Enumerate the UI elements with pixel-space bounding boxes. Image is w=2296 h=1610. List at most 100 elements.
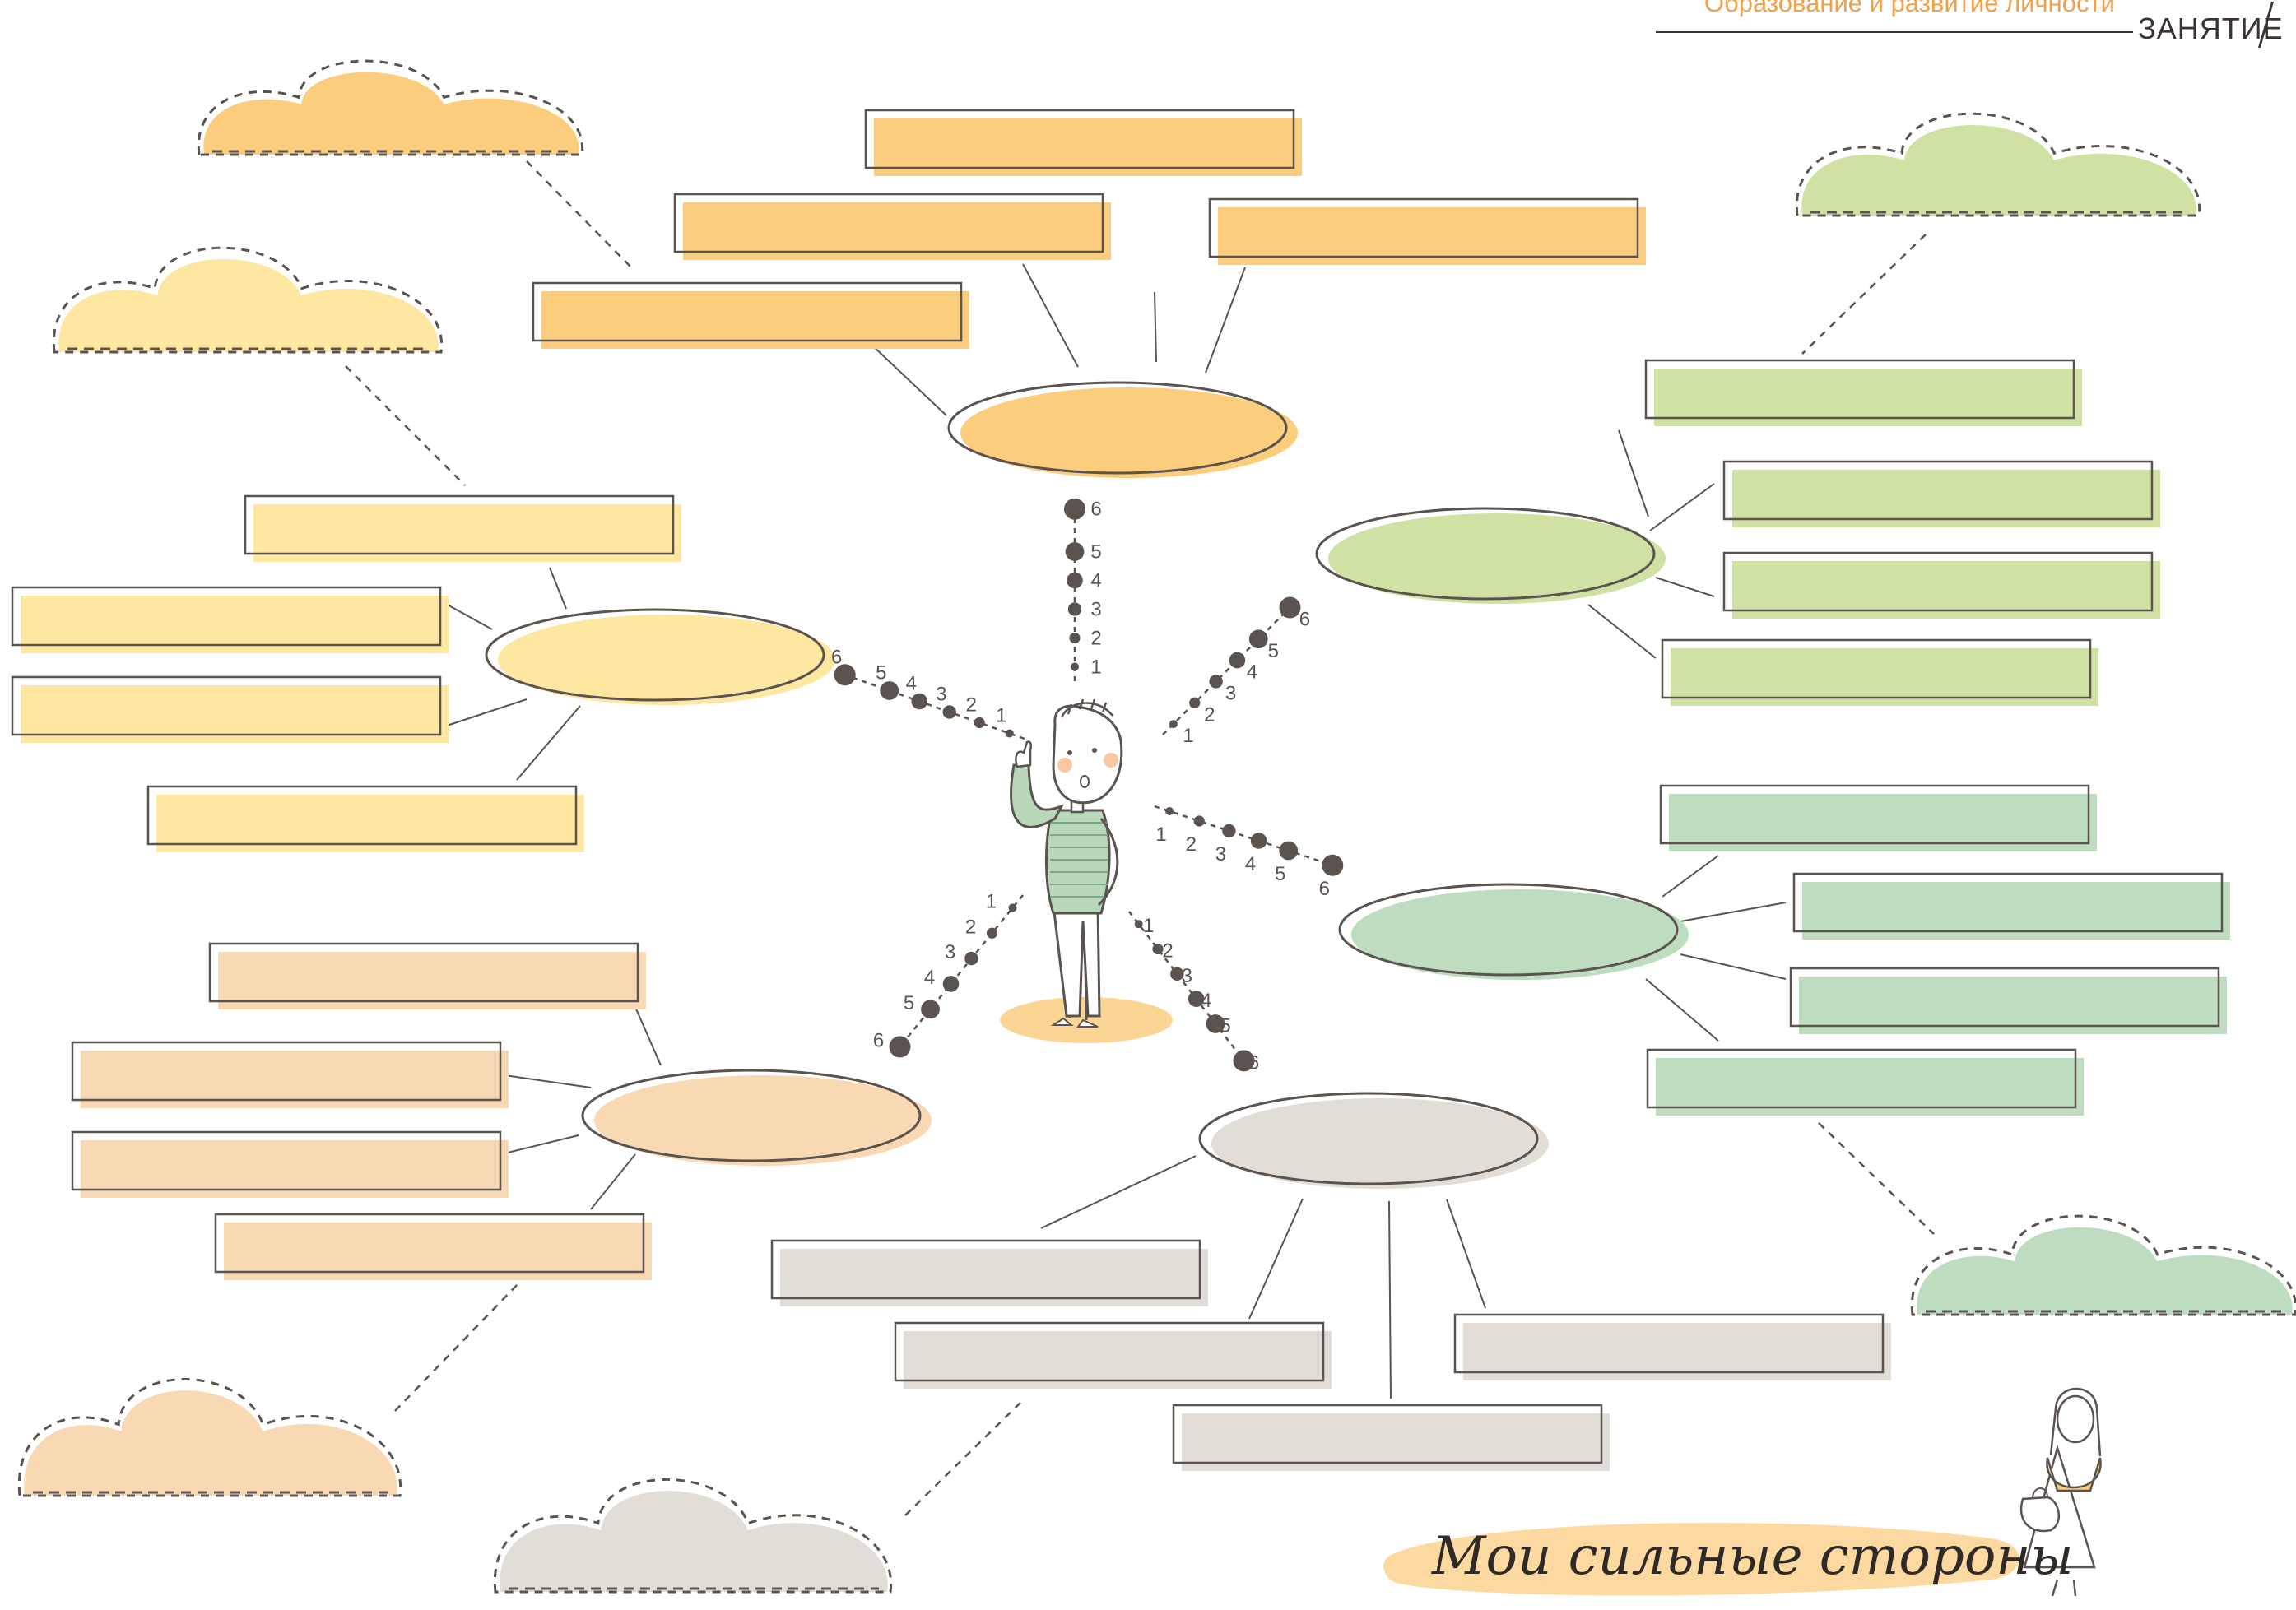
category-bubble[interactable] bbox=[1338, 883, 1689, 980]
cloud-fill bbox=[1917, 1227, 2293, 1315]
scale-dot[interactable] bbox=[1189, 697, 1201, 708]
scale-dot[interactable] bbox=[1064, 498, 1085, 520]
branch-spoke bbox=[1446, 1199, 1486, 1309]
scale-line bbox=[1162, 606, 1291, 735]
scale-number: 2 bbox=[1204, 703, 1215, 726]
bubble-outline bbox=[581, 1069, 922, 1162]
scale-dot[interactable] bbox=[986, 927, 998, 939]
answer-box-outline bbox=[673, 193, 1104, 253]
scale-dot[interactable] bbox=[911, 693, 928, 710]
scale-dot[interactable] bbox=[1067, 572, 1083, 589]
answer-box-outline bbox=[146, 785, 578, 846]
answer-box-fill bbox=[1732, 470, 2160, 527]
answer-box[interactable] bbox=[11, 586, 449, 653]
answer-box-fill bbox=[683, 202, 1111, 260]
scale-dot[interactable] bbox=[1209, 675, 1223, 689]
scale-dot[interactable] bbox=[880, 681, 899, 700]
answer-box[interactable] bbox=[1208, 197, 1646, 265]
scale-dot[interactable] bbox=[964, 951, 978, 966]
answer-box[interactable] bbox=[1661, 638, 2098, 706]
branch-spoke bbox=[1040, 1155, 1197, 1229]
scale-dot[interactable] bbox=[1322, 854, 1344, 876]
scale-number: 1 bbox=[1155, 824, 1166, 846]
branch-spoke bbox=[1618, 429, 1649, 517]
answer-box[interactable] bbox=[11, 675, 449, 743]
answer-box[interactable] bbox=[1659, 784, 2097, 851]
scale-dot[interactable] bbox=[921, 1000, 940, 1019]
answer-box[interactable] bbox=[864, 109, 1302, 176]
scale-dot[interactable] bbox=[1134, 920, 1143, 929]
answer-box-outline bbox=[214, 1213, 645, 1274]
answer-box[interactable] bbox=[894, 1321, 1332, 1389]
answer-box[interactable] bbox=[146, 785, 584, 852]
answer-box[interactable] bbox=[208, 942, 646, 1009]
answer-box[interactable] bbox=[1722, 551, 2160, 619]
scale-dot[interactable] bbox=[942, 976, 960, 992]
scale-dot[interactable] bbox=[1065, 542, 1085, 561]
girl-top bbox=[2046, 1457, 2102, 1492]
scale-dot[interactable] bbox=[1279, 841, 1299, 861]
boy-sweater bbox=[1044, 809, 1111, 915]
answer-box[interactable] bbox=[1789, 967, 2227, 1034]
scale-dot[interactable] bbox=[1071, 662, 1079, 671]
answer-box[interactable] bbox=[71, 1041, 509, 1108]
category-bubble[interactable] bbox=[1198, 1092, 1549, 1189]
bubble-outline bbox=[1198, 1092, 1539, 1185]
scale-dot[interactable] bbox=[1152, 943, 1164, 955]
answer-box[interactable] bbox=[1646, 1048, 2084, 1116]
scale-dot[interactable] bbox=[1279, 596, 1301, 619]
cloud-fill bbox=[24, 1390, 397, 1496]
branch-spoke bbox=[1248, 1198, 1304, 1320]
answer-box[interactable] bbox=[770, 1239, 1208, 1306]
scale-dot[interactable] bbox=[834, 664, 856, 686]
answer-box[interactable] bbox=[532, 281, 969, 349]
scale-dot[interactable] bbox=[1188, 991, 1205, 1007]
answer-box-outline bbox=[1661, 638, 2092, 699]
answer-box[interactable] bbox=[214, 1213, 652, 1280]
boy-trousers bbox=[1052, 903, 1101, 1018]
scale-dot[interactable] bbox=[1067, 602, 1082, 616]
scale-number: 3 bbox=[1225, 682, 1236, 704]
scale-number: 6 bbox=[1090, 499, 1101, 521]
scale-dot[interactable] bbox=[1222, 824, 1236, 838]
scale-dot[interactable] bbox=[1233, 1050, 1255, 1072]
answer-box[interactable] bbox=[1453, 1313, 1891, 1380]
scale-dot[interactable] bbox=[1005, 729, 1014, 738]
category-bubble[interactable] bbox=[485, 608, 835, 705]
category-bubble[interactable] bbox=[581, 1069, 932, 1166]
scale-dot[interactable] bbox=[1193, 815, 1205, 827]
answer-box[interactable] bbox=[1722, 460, 2160, 527]
branch-spoke bbox=[870, 343, 947, 416]
scale-dot[interactable] bbox=[1248, 629, 1268, 649]
bubble-fill bbox=[1211, 1098, 1549, 1189]
scale-dot[interactable] bbox=[1169, 720, 1178, 729]
scale-dot[interactable] bbox=[1069, 632, 1081, 644]
scale-dot[interactable] bbox=[1250, 833, 1267, 849]
answer-box[interactable] bbox=[71, 1130, 509, 1198]
scale-dot[interactable] bbox=[1206, 1014, 1225, 1033]
scale-dot[interactable] bbox=[1165, 807, 1174, 815]
scale-dot[interactable] bbox=[942, 705, 956, 719]
answer-box[interactable] bbox=[244, 494, 681, 562]
scale-dot[interactable] bbox=[1170, 967, 1184, 981]
scale-dot[interactable] bbox=[974, 717, 985, 729]
answer-box[interactable] bbox=[1644, 359, 2082, 426]
scale-number: 2 bbox=[965, 916, 976, 938]
category-bubble[interactable] bbox=[1315, 507, 1666, 604]
answer-box[interactable] bbox=[673, 193, 1111, 260]
scale-dot[interactable] bbox=[1008, 903, 1017, 912]
branch-spoke bbox=[1680, 902, 1787, 922]
scale-dot[interactable] bbox=[889, 1036, 911, 1058]
answer-box[interactable] bbox=[1172, 1404, 1610, 1471]
category-bubble[interactable] bbox=[947, 381, 1298, 478]
scale-number: 2 bbox=[1186, 833, 1197, 856]
scale-dot[interactable] bbox=[1229, 652, 1246, 669]
scale-number: 6 bbox=[1319, 878, 1330, 900]
answer-box[interactable] bbox=[1792, 872, 2230, 940]
